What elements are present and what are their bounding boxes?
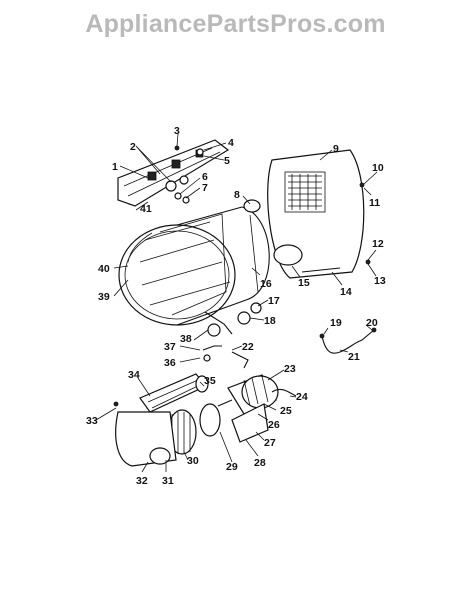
leader-lines <box>95 133 378 473</box>
part-label-36: 36 <box>164 357 176 369</box>
part-label-9: 9 <box>333 143 339 155</box>
part-label-25: 25 <box>280 405 292 417</box>
part-label-31: 31 <box>162 475 174 487</box>
part-label-32: 32 <box>136 475 148 487</box>
part-label-16: 16 <box>260 278 272 290</box>
part-label-33: 33 <box>86 415 98 427</box>
part-label-18: 18 <box>264 315 276 327</box>
blower-assembly-drawing <box>113 373 221 467</box>
part-label-20: 20 <box>366 317 378 329</box>
wire-harness-drawing <box>319 327 377 354</box>
part-label-19: 19 <box>330 317 342 329</box>
part-label-14: 14 <box>340 286 352 298</box>
part-label-38: 38 <box>180 333 192 345</box>
part-label-3: 3 <box>174 125 180 137</box>
part-label-8: 8 <box>234 189 240 201</box>
drum-drawing <box>118 206 270 326</box>
part-label-13: 13 <box>374 275 386 287</box>
part-label-11: 11 <box>369 197 380 209</box>
part-label-34: 34 <box>128 369 140 381</box>
part-label-27: 27 <box>264 437 276 449</box>
part-label-37: 37 <box>164 341 176 353</box>
part-label-17: 17 <box>268 295 280 307</box>
part-label-28: 28 <box>254 457 266 469</box>
part-label-22: 22 <box>242 341 254 353</box>
part-label-35: 35 <box>204 375 216 387</box>
part-label-2: 2 <box>130 141 136 153</box>
part-label-39: 39 <box>98 291 110 303</box>
front-panel-drawing <box>117 139 230 207</box>
part-label-30: 30 <box>187 455 199 467</box>
part-label-4: 4 <box>228 137 234 149</box>
part-label-26: 26 <box>268 419 280 431</box>
part-label-10: 10 <box>372 162 384 174</box>
part-labels: 1 2 3 4 5 6 7 8 9 10 11 12 13 14 15 16 1… <box>86 125 386 487</box>
part-label-29: 29 <box>226 461 238 473</box>
part-label-5: 5 <box>224 155 230 167</box>
part-label-1: 1 <box>112 161 118 173</box>
part-label-12: 12 <box>372 238 384 250</box>
part-label-24: 24 <box>296 391 308 403</box>
part-label-41: 41 <box>140 203 152 215</box>
part-label-7: 7 <box>202 182 208 194</box>
rear-bulkhead-drawing <box>267 149 365 279</box>
part-label-23: 23 <box>284 363 296 375</box>
part-label-21: 21 <box>348 351 360 363</box>
watermark-text: AppliancePartsPros.com <box>85 10 386 38</box>
small-hardware-drawing <box>174 145 371 369</box>
part-label-6: 6 <box>202 171 208 183</box>
part-label-15: 15 <box>298 277 310 289</box>
part-label-40: 40 <box>98 263 110 275</box>
